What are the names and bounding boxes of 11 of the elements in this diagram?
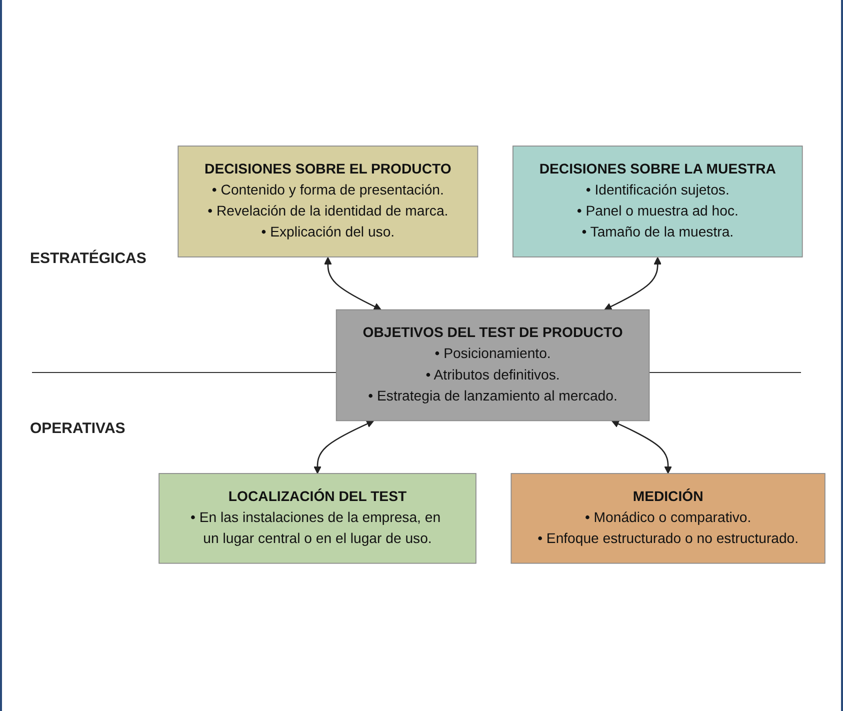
section-label: OPERATIVAS bbox=[30, 420, 126, 437]
arrow bbox=[324, 257, 382, 310]
arrow bbox=[604, 257, 662, 310]
node-box: MEDICIÓN • Monádico o comparativo. • Enfoque estructurado o no estructurado. bbox=[510, 473, 826, 564]
node-box: LOCALIZACIÓN DEL TEST • En las instalaciones de la empresa, en un lugar central o en el lugar de uso. bbox=[158, 473, 476, 564]
node-box: OBJETIVOS DEL TEST DE PRODUCTO • Posicionamiento. • Atributos definitivos. • Estrategia de lanzamiento al mercado. bbox=[336, 310, 650, 422]
arrow bbox=[314, 420, 374, 474]
section-label: ESTRATÉGICAS bbox=[30, 250, 146, 267]
arrow bbox=[611, 420, 672, 474]
node-box: DECISIONES SOBRE LA MUESTRA • Identificación sujetos. • Panel o muestra ad hoc. • Tamaño de la muestra. bbox=[512, 146, 803, 258]
node-box: DECISIONES SOBRE EL PRODUCTO • Contenido y forma de presentación. • Revelación de la identidad de marca. • Explicación del uso. bbox=[178, 146, 478, 258]
